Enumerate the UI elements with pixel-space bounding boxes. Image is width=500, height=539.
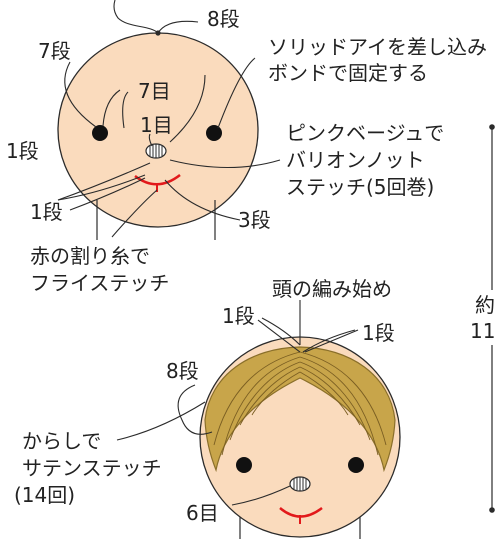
- bottom-right-eye: [348, 457, 364, 473]
- label-side-note-1: 約: [475, 293, 495, 317]
- bottom-mouth: [279, 506, 323, 524]
- label-eye-note-2: ボンドで固定する: [268, 61, 428, 85]
- top-leader-lines: [57, 0, 281, 238]
- top-face: [57, 0, 281, 240]
- label-rows-3: 3段: [238, 208, 271, 232]
- bottom-left-eye: [236, 457, 252, 473]
- label-rows-7: 7段: [38, 39, 71, 63]
- label-head-start: 頭の編み始め: [272, 277, 392, 301]
- label-stitch-7: 7目: [138, 79, 171, 103]
- label-nose-note-1: ピンクベージュで: [286, 121, 445, 145]
- label-rows-1a: 1段: [6, 139, 39, 163]
- label-rows-8-top: 8段: [207, 7, 240, 31]
- label-rows-8-bottom: 8段: [166, 359, 199, 383]
- bottom-leader-lines: [116, 300, 359, 506]
- bottom-nose: [289, 476, 311, 492]
- label-eye-note-1: ソリッドアイを差し込み: [268, 35, 487, 59]
- label-rows-1-right: 1段: [362, 321, 395, 345]
- label-nose-note-3: ステッチ(5回巻): [286, 175, 435, 199]
- height-dimension: [470, 124, 500, 513]
- top-nose: [145, 143, 167, 159]
- label-side-note-2: 11: [470, 319, 496, 343]
- label-stitch-6: 6目: [186, 501, 219, 525]
- label-mouth-note-2: フライステッチ: [30, 271, 170, 295]
- label-rows-1-left: 1段: [222, 304, 255, 328]
- label-hair-note-1: からしで: [22, 429, 102, 453]
- label-hair-note-2: サテンステッチ: [22, 456, 162, 480]
- label-mouth-note-1: 赤の割り糸で: [30, 244, 150, 268]
- top-left-eye: [92, 125, 108, 141]
- top-right-eye: [206, 125, 222, 141]
- bottom-hair: [204, 346, 396, 473]
- label-rows-1b: 1段: [30, 200, 63, 224]
- bottom-face: [116, 300, 401, 539]
- label-hair-note-3: (14回): [14, 483, 76, 507]
- label-nose-note-2: バリオンノット: [286, 148, 425, 172]
- label-stitch-1: 1目: [140, 113, 173, 137]
